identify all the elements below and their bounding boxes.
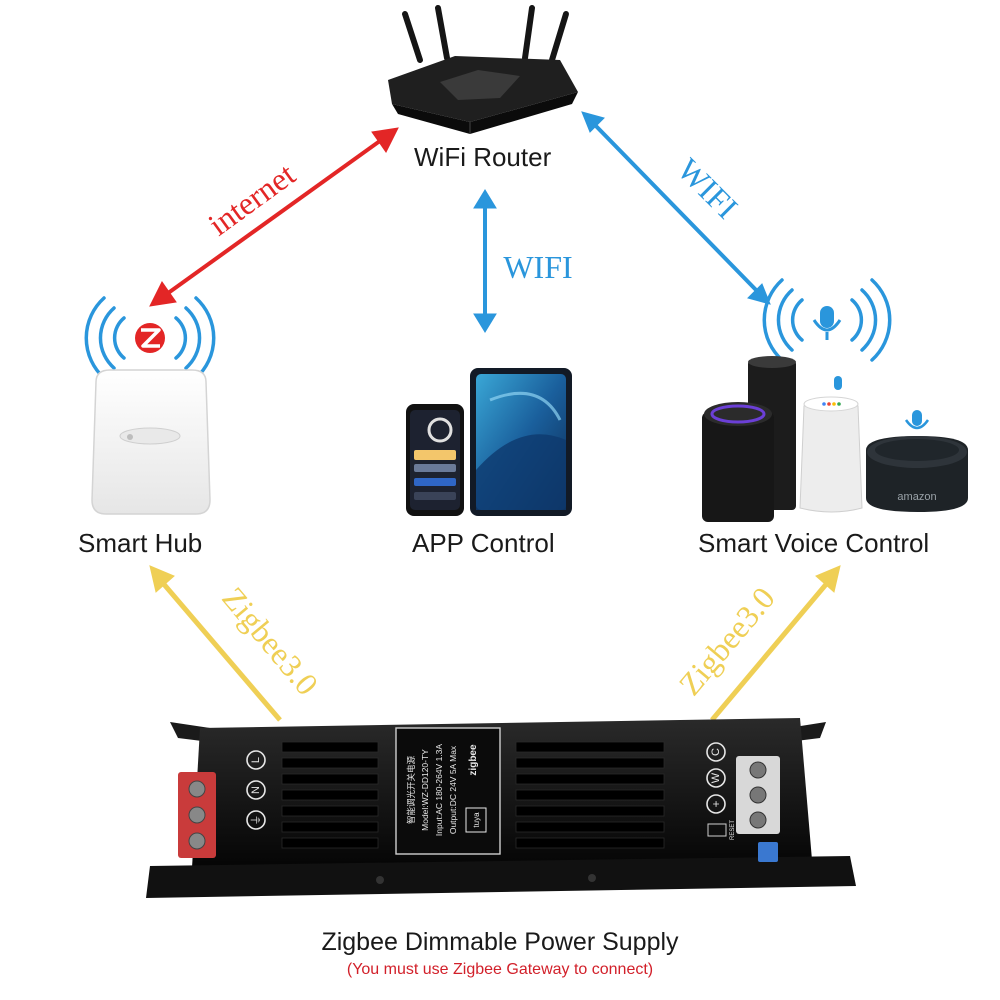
microphone-icon <box>812 306 842 340</box>
power-supply-icon <box>146 718 856 898</box>
zigbee-logo-icon <box>135 323 165 353</box>
internet-arrow <box>149 127 399 307</box>
reset-label: RESET <box>730 820 736 840</box>
power-supply-title: Zigbee Dimmable Power Supply <box>321 928 679 956</box>
terminal-ground: ⏚ <box>250 815 263 826</box>
smart-hub-icon <box>91 369 211 515</box>
terminal-w: W <box>710 772 722 783</box>
speaker-brand: amazon <box>897 491 936 503</box>
label-line-1: 智能调光开关电源 <box>406 756 417 825</box>
label-line-4: Output:DC 24V 5A Max <box>448 745 458 834</box>
label-line-3: Input:AC 180-264V 1.3A <box>434 744 444 836</box>
label-line-2: Model:WZ-DD120-TY <box>420 749 430 831</box>
label-brand: zigbee <box>468 744 479 776</box>
zigbee-arrow-left <box>149 565 282 722</box>
phone-icon <box>406 404 464 516</box>
wifi-arrow-center <box>473 189 497 333</box>
wifi-arrow-right <box>581 111 771 305</box>
smart-hub-label: Smart Hub <box>78 528 203 558</box>
gateway-note: (You must use Zigbee Gateway to connect) <box>346 961 654 978</box>
zigbee-arrow-right <box>710 565 841 722</box>
internet-label: internet <box>201 156 301 243</box>
terminal-l: L <box>250 757 262 763</box>
label-app: tuya <box>472 812 481 828</box>
wifi-label-center: WIFI <box>503 249 572 285</box>
zigbee-label-left: Zigbee3.0 <box>215 580 325 702</box>
router-label: WiFi Router <box>414 142 552 172</box>
terminal-plus: + <box>709 800 723 807</box>
speaker-icon: amazon <box>702 356 968 522</box>
voice-control-label: Smart Voice Control <box>698 528 930 558</box>
zigbee-label-right: Zigbee3.0 <box>671 580 781 702</box>
zigbee-signal-icon <box>84 296 216 380</box>
terminal-n: N <box>250 786 262 794</box>
router-icon <box>388 5 578 134</box>
tablet-icon <box>470 368 572 516</box>
app-control-label: APP Control <box>412 528 555 558</box>
voice-signal-icon <box>762 278 892 362</box>
terminal-c: C <box>710 748 722 756</box>
